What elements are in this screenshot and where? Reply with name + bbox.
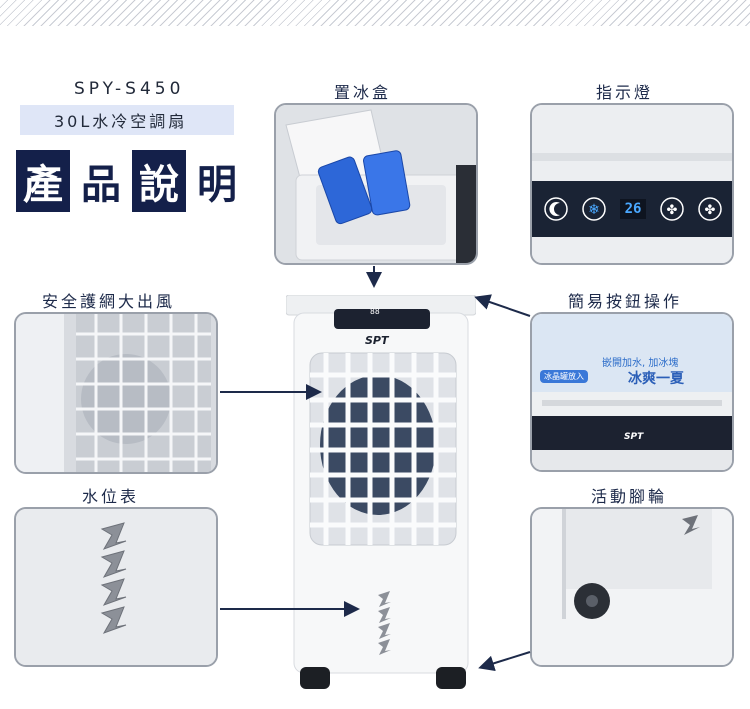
svg-text:✤: ✤ (667, 203, 678, 218)
air-cooler-product-image (286, 295, 476, 689)
easy-buttons-illustration (532, 314, 732, 470)
arrow-easy-buttons (474, 294, 531, 317)
arrow-casters (478, 651, 531, 672)
label-indicator: 指示燈 (596, 83, 654, 102)
label-ice-box: 置冰盒 (334, 83, 392, 102)
sticker-line-1: 嵌開加水, 加冰塊 (602, 358, 679, 369)
indicator-photo-panel: ❄ ✤ ✤ 26 (530, 103, 734, 265)
label-casters: 活動腳輪 (591, 487, 668, 506)
ice-box-illustration (276, 105, 476, 263)
snowflake-icon (582, 197, 606, 221)
sticker-line-2: 冰爽一夏 (628, 371, 684, 387)
title-char-1: 產 (16, 150, 70, 212)
svg-text:❄: ❄ (588, 202, 600, 218)
safety-grill-photo-panel (14, 312, 218, 474)
label-water-level: 水位表 (82, 487, 140, 506)
easy-buttons-photo-panel: 嵌開加水, 加冰塊 冰爽一夏 冰晶罐放入 SPT (530, 312, 734, 472)
indicator-illustration: ❄ ✤ ✤ (532, 105, 732, 263)
ice-box-photo-panel (274, 103, 478, 265)
sticker-tag: 冰晶罐放入 (540, 370, 588, 383)
model-number: SPY-S450 (74, 79, 185, 99)
fan-icon (698, 197, 722, 221)
casters-photo-panel (530, 507, 734, 667)
title-char-3: 說 (132, 150, 186, 212)
panel-brand-logo: SPT (624, 432, 644, 442)
product-brand-logo: SPT (365, 334, 389, 347)
svg-text:✤: ✤ (705, 203, 716, 218)
product-display-readout: 88 (370, 307, 380, 316)
moon-icon (544, 197, 568, 221)
caster-illustration (532, 509, 732, 665)
label-safety-grill: 安全護網大出風 (42, 292, 176, 311)
title-char-4: 明 (190, 150, 244, 212)
product-subtitle: 30L水冷空調扇 (20, 105, 234, 135)
title-char-2: 品 (74, 150, 128, 212)
water-level-photo-panel (14, 507, 218, 667)
decorative-stripe-band (0, 0, 750, 26)
indicator-display-readout: 26 (624, 201, 642, 217)
page-title: 產 品 說 明 (16, 150, 244, 212)
water-level-gauge-illustration (16, 509, 216, 665)
label-easy-buttons: 簡易按鈕操作 (568, 292, 683, 311)
safety-grill-illustration (16, 314, 216, 472)
fan-icon (660, 197, 684, 221)
